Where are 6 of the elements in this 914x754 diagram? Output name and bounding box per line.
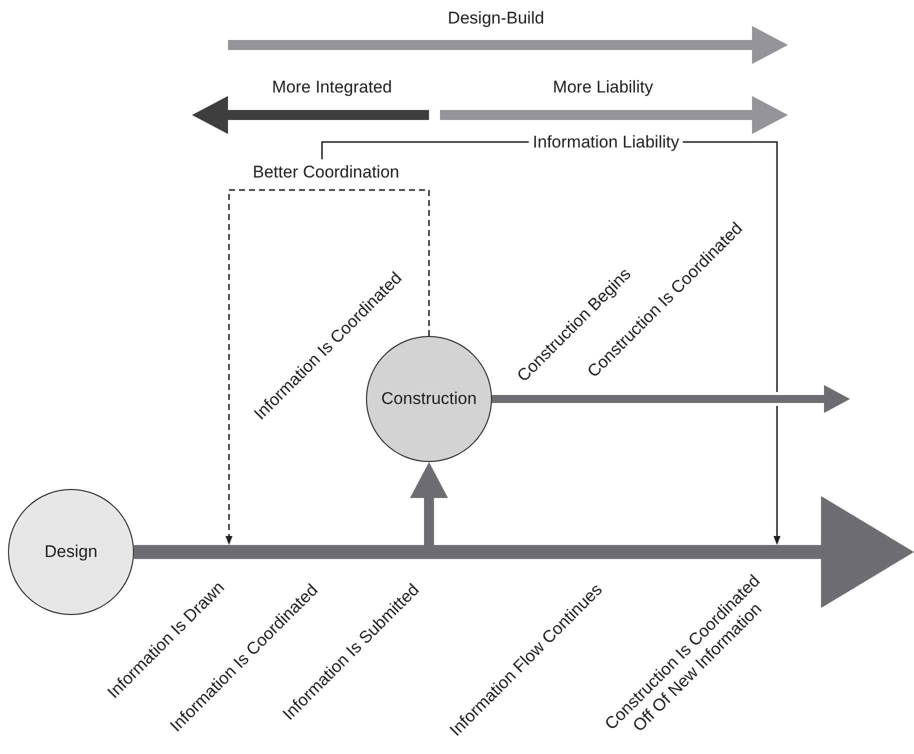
arrow	[410, 462, 448, 545]
node-label: Design	[44, 541, 98, 564]
arrow	[226, 189, 430, 545]
arrow	[492, 385, 850, 413]
node-label: Construction	[381, 388, 477, 410]
arrow	[134, 496, 914, 608]
